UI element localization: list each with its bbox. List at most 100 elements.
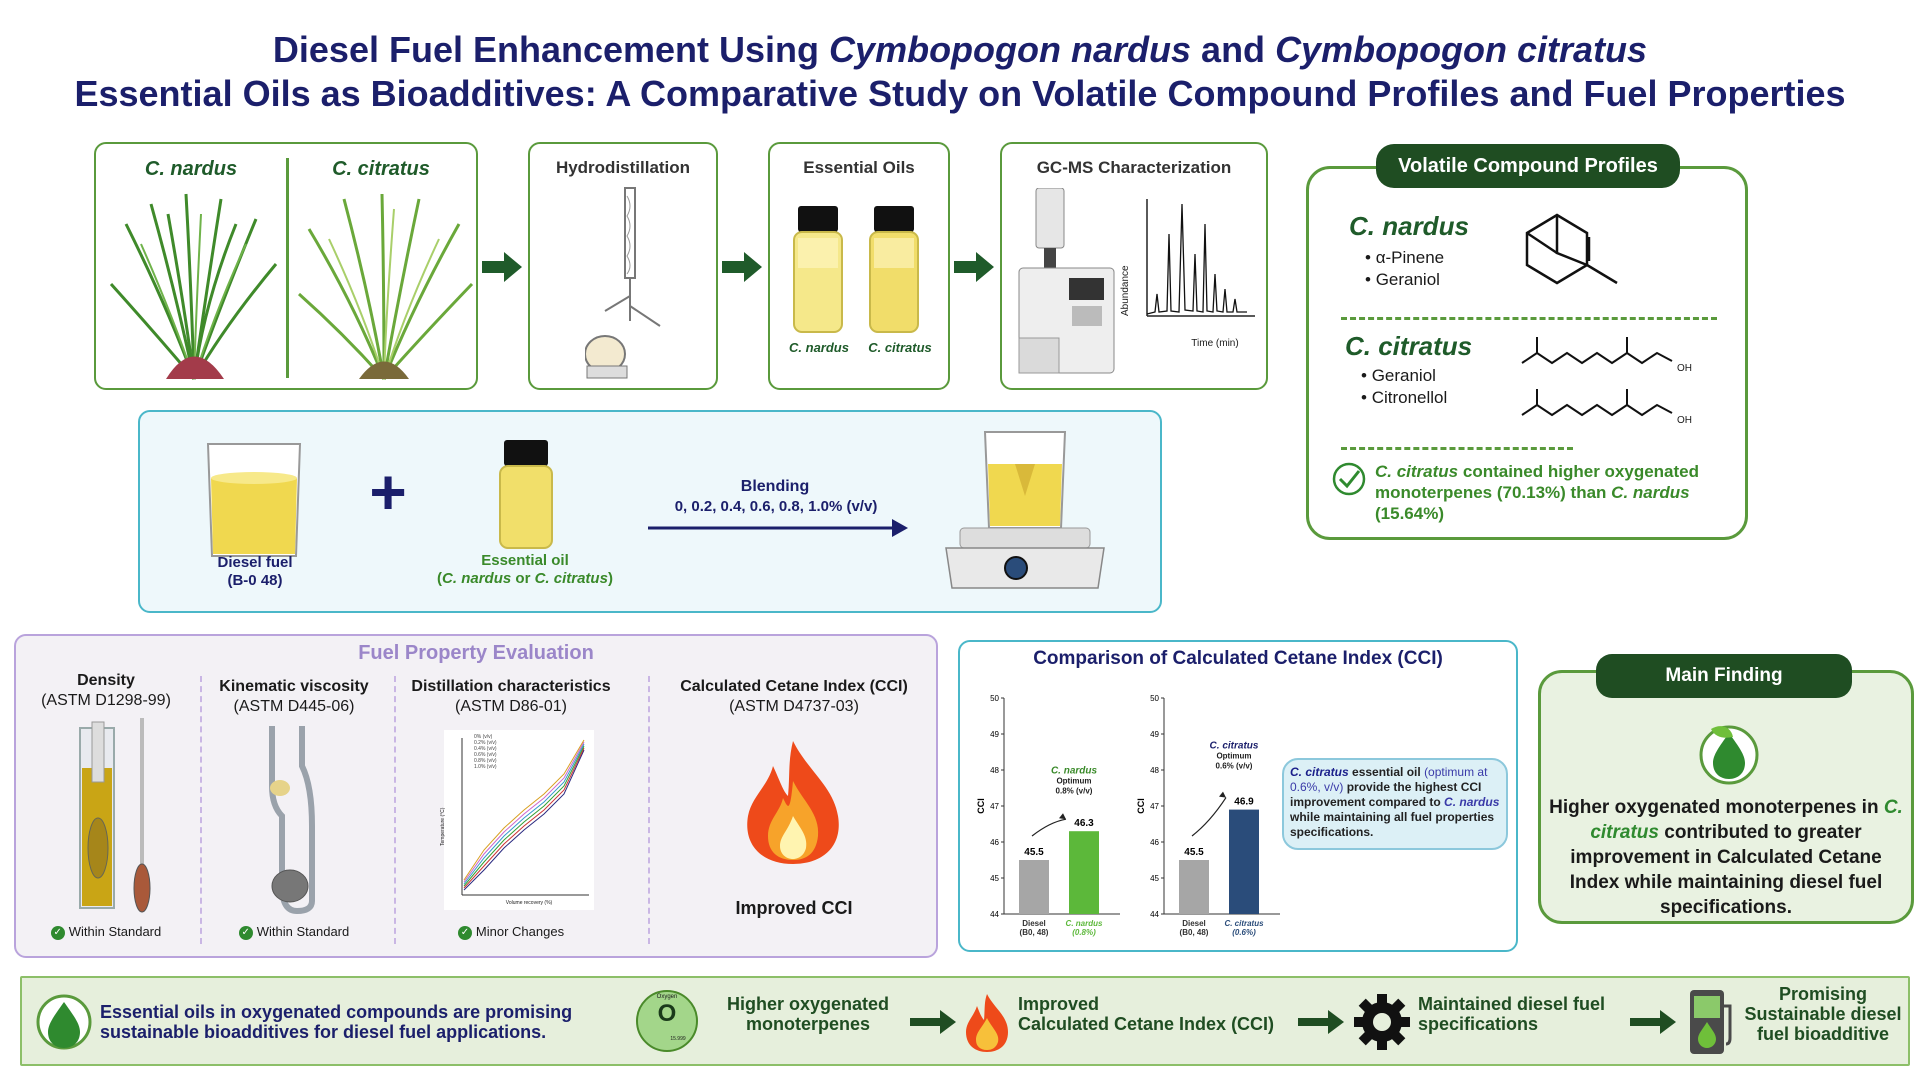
hydrometer-cylinder-image <box>79 718 151 913</box>
divider <box>648 676 650 944</box>
volatile-nardus-title: C. nardus <box>1349 211 1469 241</box>
page-title: Diesel Fuel Enhancement Using Cymbopogon… <box>272 29 1648 70</box>
list-item: • α-Pinene <box>1365 248 1445 267</box>
y-tick-label: 50 <box>1150 694 1159 703</box>
optimum-annotation: C. nardus <box>1051 766 1098 777</box>
cci-label: Calculated Cetane Index (CCI) <box>680 678 908 695</box>
bar-value-label: 46.9 <box>1234 797 1254 808</box>
bar-value-label: 45.5 <box>1024 847 1044 858</box>
oxygen-name: Oxygen <box>656 994 678 1000</box>
x-category-label: C. nardus <box>1066 919 1103 928</box>
optimum-annotation: Optimum <box>1056 777 1091 786</box>
check-circle-icon: ✓ <box>50 925 65 940</box>
volatile-finding-text: C. citratus contained higher oxygenated … <box>1375 462 1700 523</box>
distillation-result: ✓Minor Changes <box>396 924 626 940</box>
chromatogram-x-label: Time (min) <box>1191 338 1239 349</box>
essential-oil-label: Essential oil <box>481 552 569 569</box>
density-result: ✓Within Standard <box>16 924 196 940</box>
viscosity-label: Kinematic viscosity <box>219 678 369 695</box>
chromatogram-image <box>1146 199 1255 317</box>
cci-bar <box>1019 860 1049 914</box>
divider <box>394 676 396 944</box>
bar-value-label: 46.3 <box>1074 818 1094 829</box>
oxygen-mass: 15.999 <box>670 1036 686 1042</box>
essential-oils-label: Essential Oils <box>803 158 915 177</box>
vial-label-nardus: C. nardus <box>789 340 849 355</box>
divider <box>200 676 202 944</box>
blending-label: Blending <box>740 478 810 495</box>
summary-step-specifications: Maintained diesel fuel specifications <box>1418 994 1606 1034</box>
optimum-annotation: 0.6% (v/v) <box>1216 761 1253 770</box>
y-tick-label: 47 <box>990 802 999 811</box>
viscosity-result: ✓Within Standard <box>204 924 384 940</box>
fuel-evaluation-header: Fuel Property Evaluation <box>358 642 594 664</box>
eco-fuel-droplet-icon <box>36 994 92 1050</box>
divider <box>1341 317 1717 320</box>
legend-item: 0.8% (v/v) <box>474 758 497 764</box>
volatile-profiles-panel: C. nardus • α-Pinene • Geraniol C. citra… <box>1306 166 1748 540</box>
diesel-label: Diesel fuel <box>217 554 293 571</box>
blending-ratios: 0, 0.2, 0.4, 0.6, 0.8, 1.0% (v/v) <box>674 498 878 515</box>
y-tick-label: 46 <box>990 838 999 847</box>
oxygen-element-icon <box>636 990 698 1052</box>
arrow-head-icon <box>1219 791 1226 798</box>
y-tick-label: 45 <box>1150 874 1159 883</box>
arrow-right-icon <box>1630 1010 1676 1034</box>
main-finding-header: Main Finding <box>1596 654 1852 698</box>
improvement-arrow-icon <box>1031 818 1067 837</box>
density-label: Density <box>77 672 135 689</box>
y-tick-label: 46 <box>1150 838 1159 847</box>
distillation-x-label: Volume recovery (%) <box>505 900 553 906</box>
distillation-apparatus-image <box>585 187 661 379</box>
list-item: • Citronellol <box>1361 388 1448 407</box>
grass-citratus-image <box>298 193 474 380</box>
viscosity-standard: (ASTM D445-06) <box>233 698 355 715</box>
page-subtitle: Essential Oils as Bioadditives: A Compar… <box>74 73 1846 114</box>
arrow-right-icon <box>1298 1010 1344 1034</box>
optimum-annotation: C. citratus <box>1210 740 1259 751</box>
hydrodistillation-panel: Hydrodistillation <box>528 142 718 390</box>
cci-note: C. citratus essential oil (optimum at 0.… <box>1282 758 1508 850</box>
y-tick-label: 48 <box>990 766 999 775</box>
plant-label-nardus: C. nardus <box>144 158 238 180</box>
plants-panel: C. nardus C. citratus <box>94 142 478 390</box>
y-tick-label: 44 <box>990 910 999 919</box>
legend-item: 0.2% (v/v) <box>474 740 497 746</box>
main-finding-text: Higher oxygenated monoterpenes in C. cit… <box>1549 797 1903 918</box>
y-tick-label: 45 <box>990 874 999 883</box>
summary-step-monoterpenes: Higher oxygenated monoterpenes <box>726 994 890 1034</box>
geraniol-structure-icon <box>1521 337 1673 365</box>
cci-bar <box>1179 860 1209 914</box>
legend-item: 0.4% (v/v) <box>474 746 497 752</box>
list-item: • Geraniol <box>1361 366 1436 385</box>
distillation-label: Distillation characteristics <box>411 678 611 695</box>
nardus-compound-list: • α-Pinene • Geraniol <box>1365 247 1444 291</box>
hydrodistillation-label: Hydrodistillation <box>555 158 691 177</box>
plant-label-citratus: C. citratus <box>332 158 430 180</box>
cci-bar <box>1229 809 1259 914</box>
x-category-label: C. citratus <box>1224 919 1264 928</box>
arrow-head-icon <box>1059 813 1066 820</box>
essential-oil-sublabel: (C. nardus or C. citratus) <box>437 570 613 587</box>
cci-chart-panel: Comparison of Calculated Cetane Index (C… <box>958 640 1518 952</box>
oil-vials-image <box>793 206 919 333</box>
legend-item: 0% (v/v) <box>474 734 493 740</box>
distillation-curve-chart <box>444 730 594 910</box>
arrow-right-icon <box>910 1010 956 1034</box>
check-circle-icon: ✓ <box>238 925 253 940</box>
oil-vial-image <box>499 440 553 549</box>
citronellol-structure-icon <box>1521 389 1673 417</box>
plant-divider <box>286 158 289 378</box>
x-category-label: (B0, 48) <box>1180 928 1209 937</box>
distillation-standard: (ASTM D86-01) <box>454 698 568 715</box>
legend-item: 0.6% (v/v) <box>474 752 497 758</box>
x-category-label: (0.8%) <box>1072 928 1096 937</box>
volatile-citratus-title: C. citratus <box>1345 331 1473 361</box>
citratus-compound-list: • Geraniol • Citronellol <box>1361 365 1447 409</box>
fire-icon <box>747 741 839 864</box>
divider <box>1341 447 1573 450</box>
